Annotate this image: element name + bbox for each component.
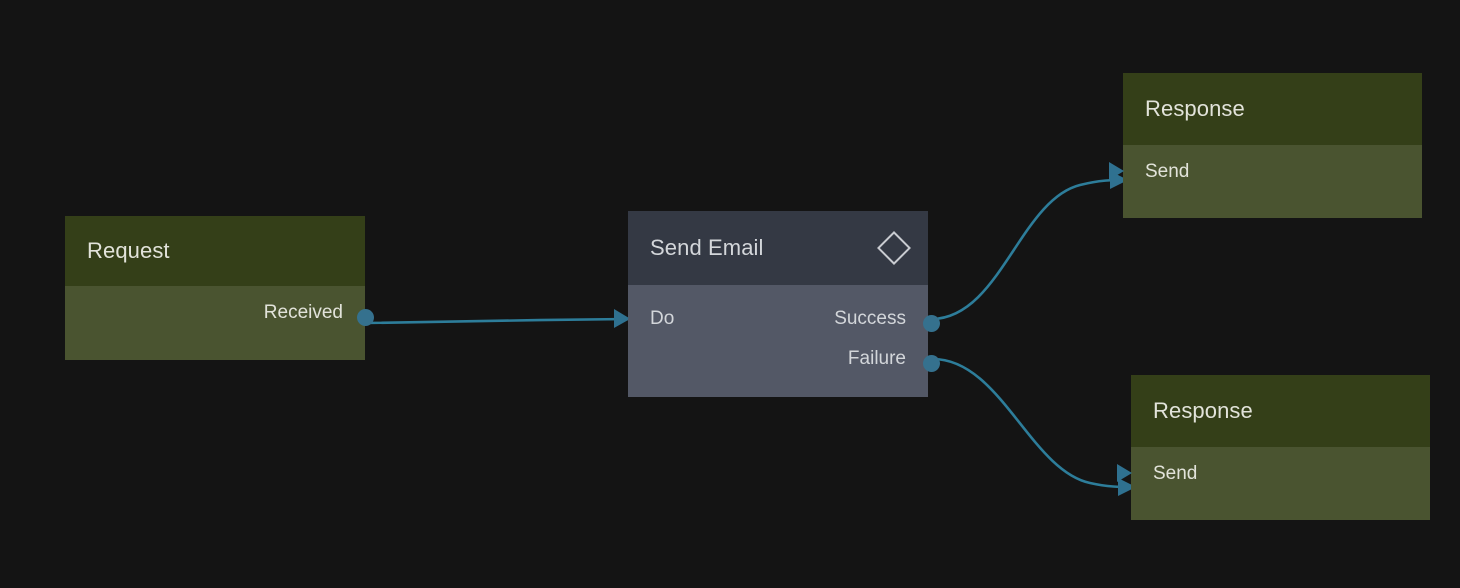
port-dot-send-email-success[interactable] (923, 315, 940, 332)
port-label-failure: Failure (847, 348, 906, 369)
node-response-failure-body: Send (1117, 447, 1430, 520)
port-label-send: Send (1145, 161, 1190, 182)
node-request-title: Request (87, 238, 170, 263)
port-arrow-send-email-do[interactable] (614, 309, 629, 327)
port-row-response-success-send[interactable]: Send (1145, 161, 1189, 183)
node-request-header[interactable]: Request (65, 216, 365, 286)
node-send-email-body: Do Success Failure (614, 285, 940, 397)
node-response-failure-header[interactable]: Response (1131, 375, 1430, 447)
port-row-request-received[interactable]: Received (264, 302, 343, 324)
port-label-send: Send (1153, 463, 1198, 484)
port-arrow-response-success-send[interactable] (1109, 162, 1124, 180)
port-row-send-email-success[interactable]: Success (834, 308, 906, 330)
node-send-email[interactable]: Send Email Do Success Failure (614, 211, 940, 397)
node-response-success-body: Send (1109, 145, 1422, 218)
port-row-response-failure-send[interactable]: Send (1153, 463, 1197, 485)
node-response-failure-title: Response (1153, 398, 1253, 423)
port-dot-request-received[interactable] (357, 309, 374, 326)
diamond-icon (877, 231, 911, 265)
node-send-email-title: Send Email (650, 235, 764, 260)
port-label-received: Received (263, 302, 343, 323)
node-response-success[interactable]: Response Send (1109, 73, 1422, 218)
port-row-send-email-do[interactable]: Do (650, 308, 674, 330)
node-response-failure[interactable]: Response Send (1117, 375, 1430, 520)
edge-request-to-send-email (366, 317, 629, 325)
edge-failure-to-response (931, 357, 1133, 489)
port-dot-send-email-failure[interactable] (923, 355, 940, 372)
node-response-success-header[interactable]: Response (1123, 73, 1422, 145)
node-request[interactable]: Request Received (65, 216, 374, 360)
node-send-email-header[interactable]: Send Email (628, 211, 928, 285)
port-label-success: Success (834, 308, 906, 329)
node-request-body: Received (65, 286, 374, 360)
edge-success-to-response (931, 178, 1125, 321)
port-row-send-email-failure[interactable]: Failure (848, 348, 906, 370)
node-response-success-title: Response (1145, 96, 1245, 121)
port-arrow-response-failure-send[interactable] (1117, 464, 1132, 482)
port-label-do: Do (650, 308, 675, 329)
